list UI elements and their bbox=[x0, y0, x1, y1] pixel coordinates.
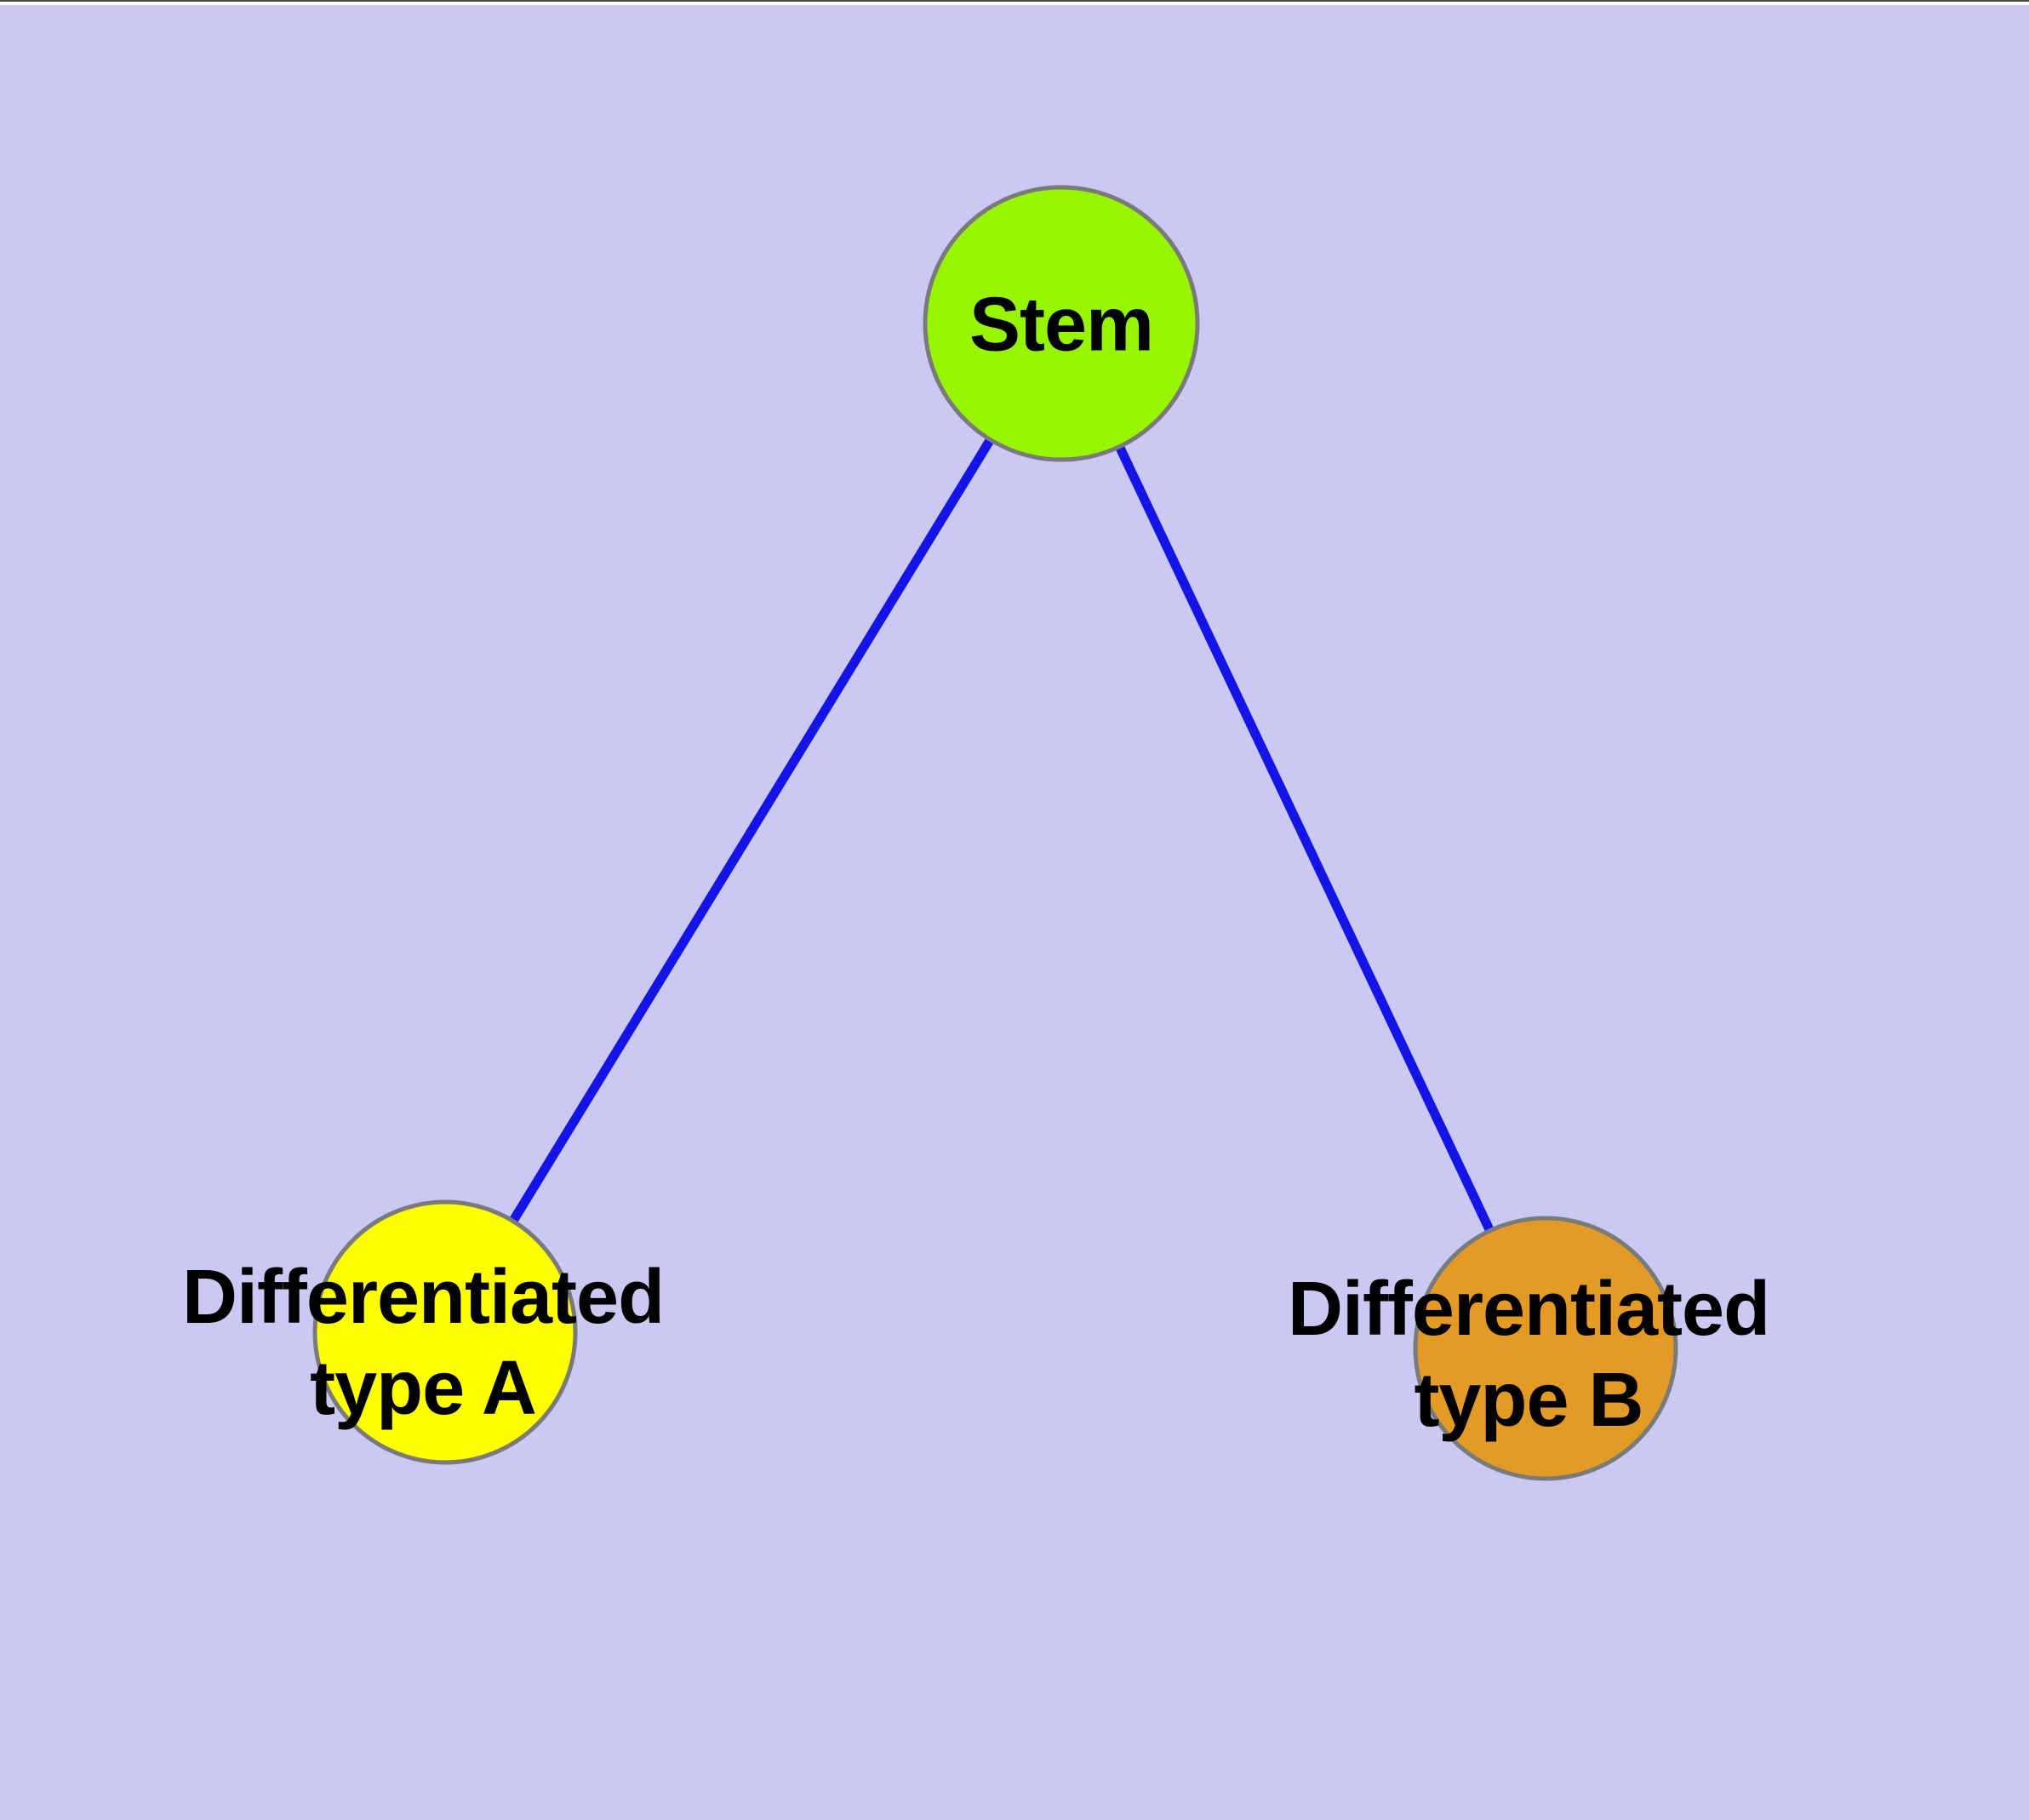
node-type-a-circle bbox=[312, 1199, 578, 1465]
window-top-edge-strip bbox=[0, 2, 2029, 5]
edge-stem-to-type-b bbox=[1057, 321, 1550, 1351]
node-stem-label: Stem bbox=[969, 282, 1154, 368]
node-type-b-label: Differentiated type B bbox=[1287, 1267, 1770, 1443]
node-type-b-circle bbox=[1413, 1216, 1678, 1481]
node-type-a-label: Differentiated type A bbox=[181, 1255, 665, 1431]
edge-stem-to-type-a bbox=[441, 321, 1066, 1335]
node-stem-circle bbox=[923, 185, 1200, 462]
window-top-edge-line bbox=[0, 0, 2029, 2]
